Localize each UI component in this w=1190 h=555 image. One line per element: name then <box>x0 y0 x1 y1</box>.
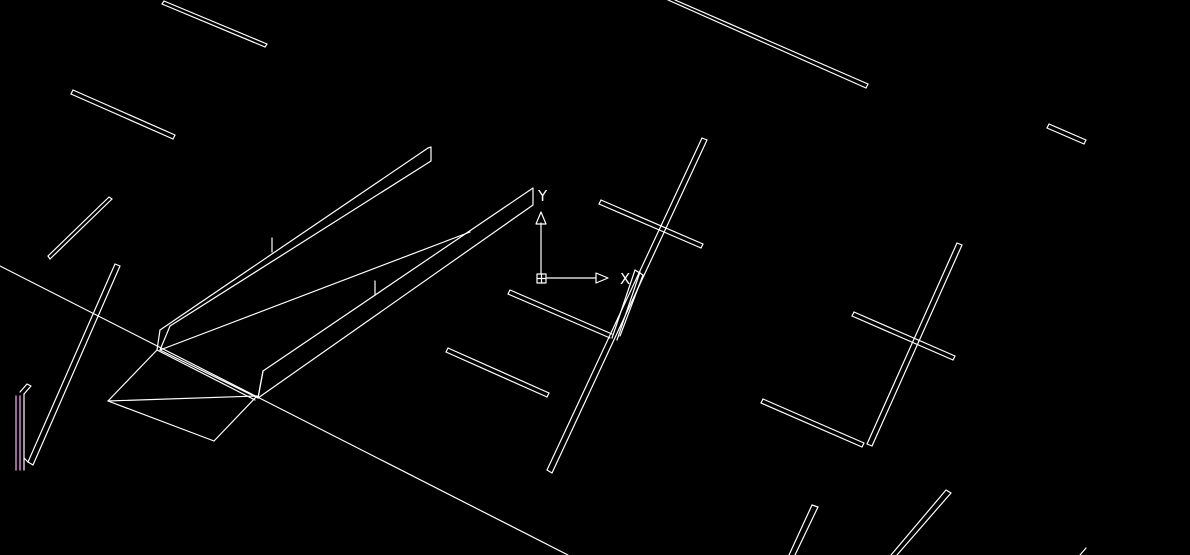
beam-top-center[interactable] <box>667 0 869 89</box>
beam-top-left-1[interactable] <box>161 0 268 48</box>
post-center-double[interactable] <box>611 269 644 341</box>
post-left-short[interactable] <box>47 196 113 260</box>
post-right-long[interactable] <box>866 242 963 447</box>
corner-bracket[interactable] <box>19 383 32 471</box>
ucs-x-label: X <box>620 270 630 288</box>
accent-post-magenta[interactable] <box>15 395 21 471</box>
ucs-y-arrow-icon <box>535 211 547 225</box>
post-bottom-right[interactable] <box>890 489 952 555</box>
beam-right-1[interactable] <box>851 311 956 361</box>
beam-center-3[interactable] <box>445 347 550 398</box>
beam-top-left-2[interactable] <box>70 89 176 140</box>
post-left-long[interactable] <box>23 263 121 466</box>
beam-center-1[interactable] <box>598 199 704 249</box>
beam-center-2[interactable] <box>507 289 613 339</box>
corner-fragment[interactable] <box>1079 547 1087 555</box>
ucs-x-arrow-icon <box>595 272 609 284</box>
post-center-long[interactable] <box>546 137 708 474</box>
hopper-chute-wireframe[interactable] <box>107 146 534 442</box>
beam-top-right-short[interactable] <box>1046 123 1087 145</box>
beam-right-2[interactable] <box>760 398 865 448</box>
ucs-y-label: Y <box>537 187 548 205</box>
ucs-icon: Y X <box>535 187 630 288</box>
post-bottom-center[interactable] <box>788 504 819 555</box>
diagonal-construction-line[interactable] <box>0 265 569 555</box>
